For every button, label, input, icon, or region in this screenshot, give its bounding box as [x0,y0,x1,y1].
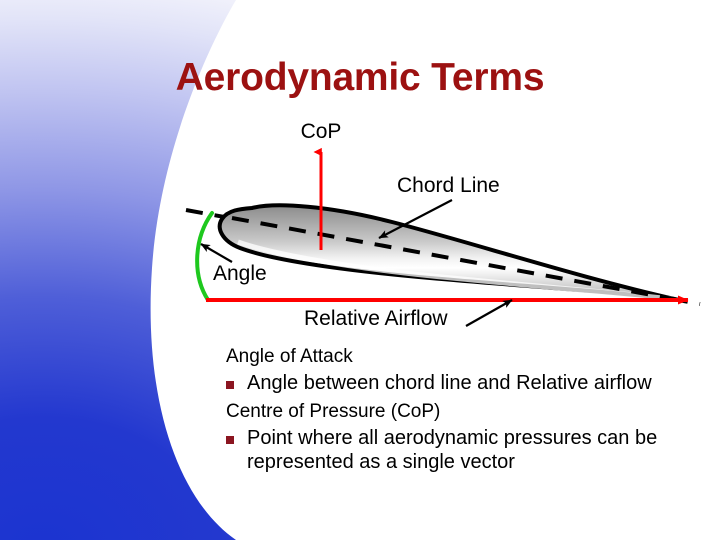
chord-line-label: Chord Line [397,174,500,197]
bullet-square-icon [226,436,234,444]
list-item: Angle between chord line and Relative ai… [226,371,696,395]
bullet-square-icon [226,381,234,389]
content-body: Angle of Attack Angle between chord line… [226,344,696,478]
bullet-text: Point where all aerodynamic pressures ca… [247,427,658,473]
chord-line-leader [378,199,453,239]
relative-airflow-leader [465,299,513,327]
airfoil-highlight [237,239,673,302]
airfoil-diagram: CoP Chord Line Angle Relative Airflow [185,120,701,330]
section-heading-centre-of-pressure: Centre of Pressure (CoP) [226,401,441,422]
chord-line-overlay [231,216,680,302]
section-heading-angle-of-attack: Angle of Attack [226,346,353,367]
slide-title: Aerodynamic Terms [175,56,545,99]
angle-label: Angle [213,262,267,285]
bullet-text: Angle between chord line and Relative ai… [247,372,652,394]
angle-arc [195,211,214,302]
relative-airflow-label: Relative Airflow [304,307,448,330]
cop-label: CoP [301,120,342,143]
angle-leader [200,243,233,263]
list-item: Point where all aerodynamic pressures ca… [226,426,696,474]
